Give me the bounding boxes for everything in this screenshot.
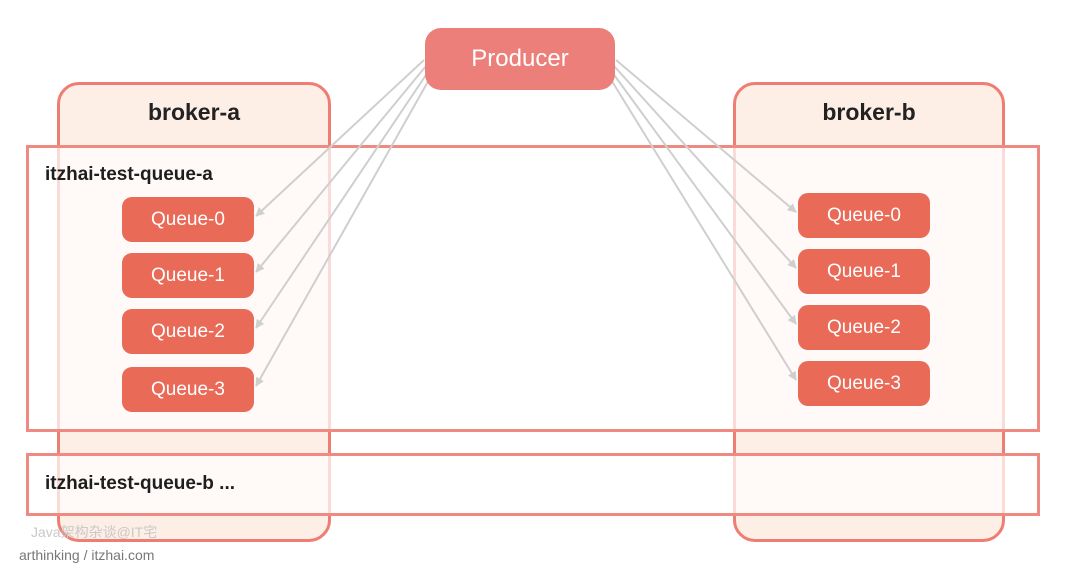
broker-b-queue-3: Queue-3 <box>798 361 930 406</box>
broker-a-queue-0: Queue-0 <box>122 197 254 242</box>
broker-b-queue-2: Queue-2 <box>798 305 930 350</box>
broker-a-queue-2: Queue-2 <box>122 309 254 354</box>
broker-a-queue-3: Queue-3 <box>122 367 254 412</box>
topic-b-box: itzhai-test-queue-b ... <box>26 453 1040 516</box>
broker-a-title: broker-a <box>147 99 241 125</box>
topic-a-label: itzhai-test-queue-a <box>45 164 213 185</box>
broker-b-queue-1: Queue-1 <box>798 249 930 294</box>
broker-b-title: broker-b <box>822 99 916 125</box>
broker-b-queue-0: Queue-0 <box>798 193 930 238</box>
broker-a-queue-1: Queue-1 <box>122 253 254 298</box>
topic-b-label: itzhai-test-queue-b ... <box>45 473 235 494</box>
watermark-text: Java架构杂谈@IT宅 <box>31 524 158 540</box>
credit-text: arthinking / itzhai.com <box>19 547 155 563</box>
producer-node: Producer <box>425 28 615 90</box>
